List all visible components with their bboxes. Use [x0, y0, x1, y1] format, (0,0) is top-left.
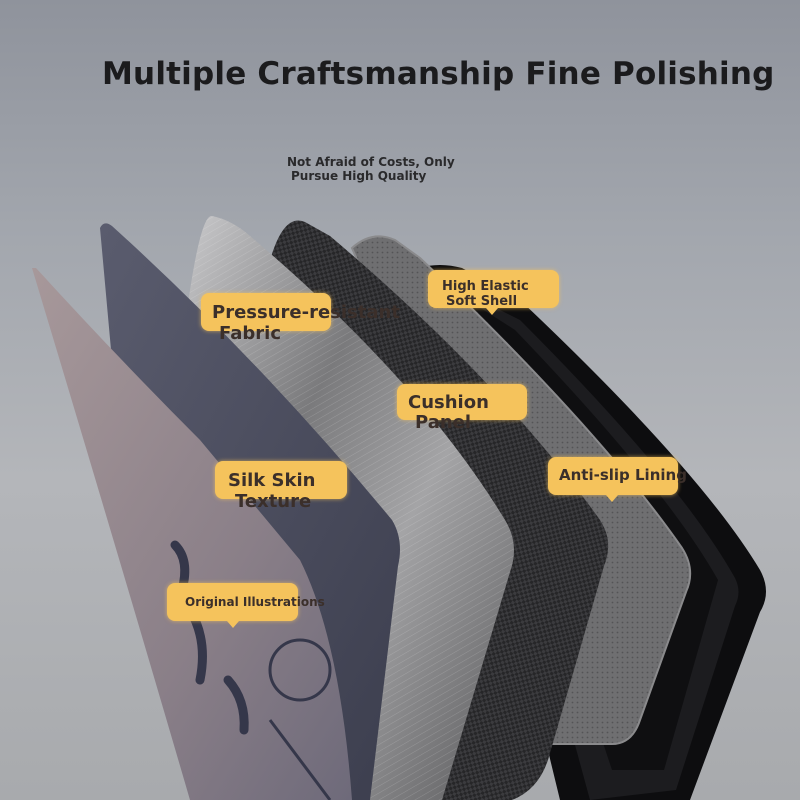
label-high-elastic-soft-shell: High Elastic Soft Shell — [428, 270, 559, 315]
label-silk-skin-texture: Silk Skin Texture — [215, 461, 347, 512]
page-title: Multiple Craftsmanship Fine Polishing — [102, 56, 775, 92]
subtitle-line-2: Pursue High Quality — [291, 169, 427, 183]
pointer — [227, 621, 239, 628]
pointer — [486, 308, 498, 315]
label-cushion-panel: Cushion Panel — [397, 384, 527, 433]
subtitle-line-1: Not Afraid of Costs, Only — [287, 155, 455, 169]
label-anti-slip-lining: Anti-slip Lining — [548, 457, 687, 502]
subtitle: Not Afraid of Costs, Only Pursue High Qu… — [287, 155, 527, 183]
label-pressure-resistant-fabric: Pressure-resistant Fabric — [201, 293, 400, 344]
illustration-outline — [268, 638, 332, 800]
pointer — [606, 495, 618, 502]
label-original-illustrations: Original Illustrations — [167, 583, 325, 628]
